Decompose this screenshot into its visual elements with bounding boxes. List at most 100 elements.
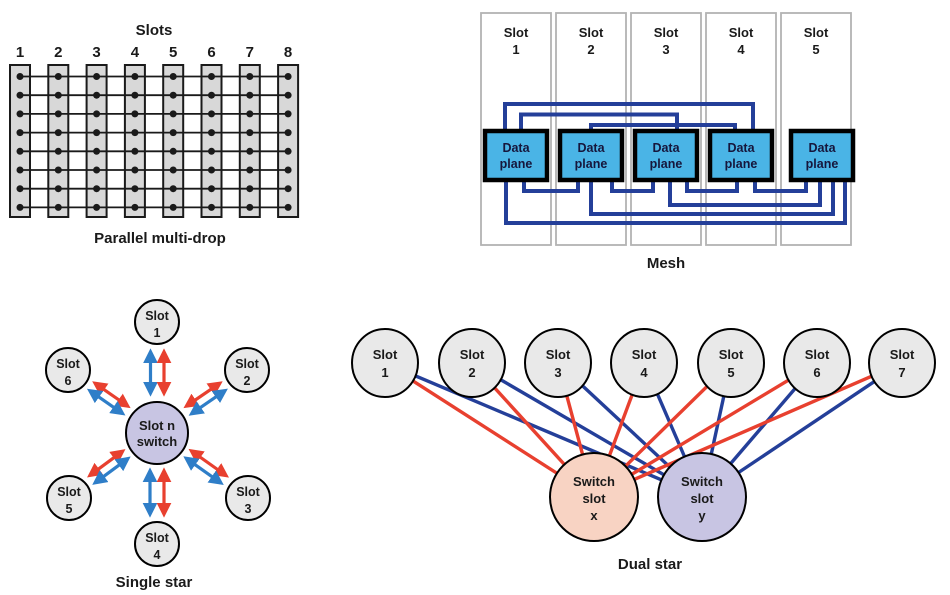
- slot-bar-8: [277, 64, 300, 218]
- mesh-slot-1-word: Slot: [504, 25, 529, 40]
- star-slot-6-word: Slot: [56, 357, 80, 371]
- connection-dot: [16, 147, 24, 155]
- connection-dot: [169, 166, 177, 174]
- connection-dot: [16, 110, 24, 118]
- connection-dot: [169, 110, 177, 118]
- slot-bar-5: [162, 64, 185, 218]
- connection-dot: [54, 129, 62, 137]
- connection-dot: [284, 185, 292, 193]
- connection-dot: [169, 185, 177, 193]
- slot-bar-7: [238, 64, 261, 218]
- mesh-link-3-5: [668, 179, 822, 207]
- dual-slot-4-word: Slot: [632, 347, 657, 362]
- slot-bar-1: [9, 64, 31, 218]
- connection-dot: [208, 110, 215, 118]
- mesh-slot-3-word: Slot: [654, 25, 679, 40]
- slot-number-label: 7: [246, 44, 254, 61]
- mesh-slot-5-word: Slot: [804, 25, 829, 40]
- connection-dot: [284, 129, 292, 137]
- star-slot-2-word: Slot: [235, 357, 259, 371]
- connection-dot: [284, 110, 292, 118]
- star-link-red-slot3: [188, 448, 230, 478]
- dual-slot-3-circle: [524, 328, 592, 398]
- dual-slot-1-word: Slot: [373, 347, 398, 362]
- connection-dot: [93, 147, 101, 155]
- dual-slot-2-num: 2: [468, 365, 475, 380]
- mesh-slot-3-num: 3: [662, 42, 669, 57]
- connection-dot: [131, 91, 139, 99]
- dual-slot-5-word: Slot: [719, 347, 744, 362]
- connection-dot: [131, 73, 139, 80]
- dual-link-red-slot7: [593, 361, 903, 499]
- connection-dot: [246, 91, 254, 99]
- dual-slot-1-num: 1: [381, 365, 388, 380]
- star-link-blue-slot2: [188, 388, 228, 416]
- connection-dot: [208, 73, 215, 80]
- dual-slot-6-num: 6: [813, 365, 820, 380]
- connection-dot: [208, 185, 215, 193]
- star-slot-5-word: Slot: [57, 485, 81, 499]
- star-slot-1-circle: [134, 299, 180, 345]
- slot-number-label: 1: [16, 44, 24, 61]
- mesh-link-1-4: [503, 102, 755, 134]
- connection-dot: [93, 91, 101, 99]
- star-hub-line2: switch: [137, 434, 178, 449]
- connection-dot: [284, 73, 292, 80]
- star-hub-circle: [125, 401, 189, 465]
- star-slot-6-num: 6: [65, 374, 72, 388]
- data-plane-box-3: [632, 128, 700, 183]
- data-plane-box-5: [788, 128, 856, 183]
- connection-dot: [16, 73, 24, 80]
- data-plane-box-4: [707, 128, 775, 183]
- connection-dot: [54, 166, 62, 174]
- mesh-slot-4-num: 4: [737, 42, 745, 57]
- connection-dot: [16, 91, 24, 99]
- connection-dot: [208, 91, 215, 99]
- connection-dot: [131, 147, 139, 155]
- switch-slot-y-circle: [657, 452, 747, 542]
- star-slot-2-num: 2: [244, 374, 251, 388]
- single-star-caption: Single star: [116, 574, 193, 591]
- star-slot-4-circle: [134, 521, 180, 567]
- star-link-red-slot6: [92, 381, 131, 409]
- switch-x-line1: Switch: [573, 474, 615, 489]
- connection-dot: [131, 110, 139, 118]
- connection-dot: [169, 147, 177, 155]
- mesh-link-2-3: [610, 179, 655, 193]
- connection-dot: [284, 203, 292, 211]
- dual-slot-7-num: 7: [898, 365, 905, 380]
- mesh-slot-4-word: Slot: [729, 25, 754, 40]
- data-plane-5-line1: Data: [808, 141, 836, 155]
- connection-dot: [246, 129, 254, 137]
- slot-number-label: 5: [169, 44, 177, 61]
- dual-star-diagram: Slot 1 Slot 2 Slot 3 Slot 4 Slot 5 Slot …: [351, 328, 936, 573]
- data-plane-4-line1: Data: [727, 141, 755, 155]
- connection-dot: [169, 203, 177, 211]
- single-star-diagram: Slot n switch Slot 1 Slot 2 Slot 3 Slot …: [45, 299, 271, 591]
- dual-slot-7-word: Slot: [890, 347, 915, 362]
- connection-dot: [16, 129, 24, 137]
- connection-dot: [169, 91, 177, 99]
- switch-y-line3: y: [698, 508, 706, 523]
- connection-dot: [131, 166, 139, 174]
- dual-slot-4-num: 4: [640, 365, 648, 380]
- data-plane-box-2: [557, 128, 625, 183]
- slot-number-label: 2: [54, 44, 62, 61]
- data-plane-5-line2: plane: [806, 157, 839, 171]
- dual-slot-6-word: Slot: [805, 347, 830, 362]
- data-plane-box-1: [482, 128, 550, 183]
- switch-slot-x-circle: [549, 452, 639, 542]
- star-slot-4-num: 4: [154, 548, 161, 562]
- connection-dot: [169, 73, 177, 80]
- star-link-blue-slot6: [86, 388, 126, 416]
- connection-dot: [284, 166, 292, 174]
- data-plane-2-line2: plane: [575, 157, 608, 171]
- switch-x-line2: slot: [582, 491, 606, 506]
- star-link-blue-slot3: [183, 456, 224, 486]
- slot-bar-4: [123, 64, 146, 218]
- connection-dot: [54, 147, 62, 155]
- star-slot-1-word: Slot: [145, 309, 169, 323]
